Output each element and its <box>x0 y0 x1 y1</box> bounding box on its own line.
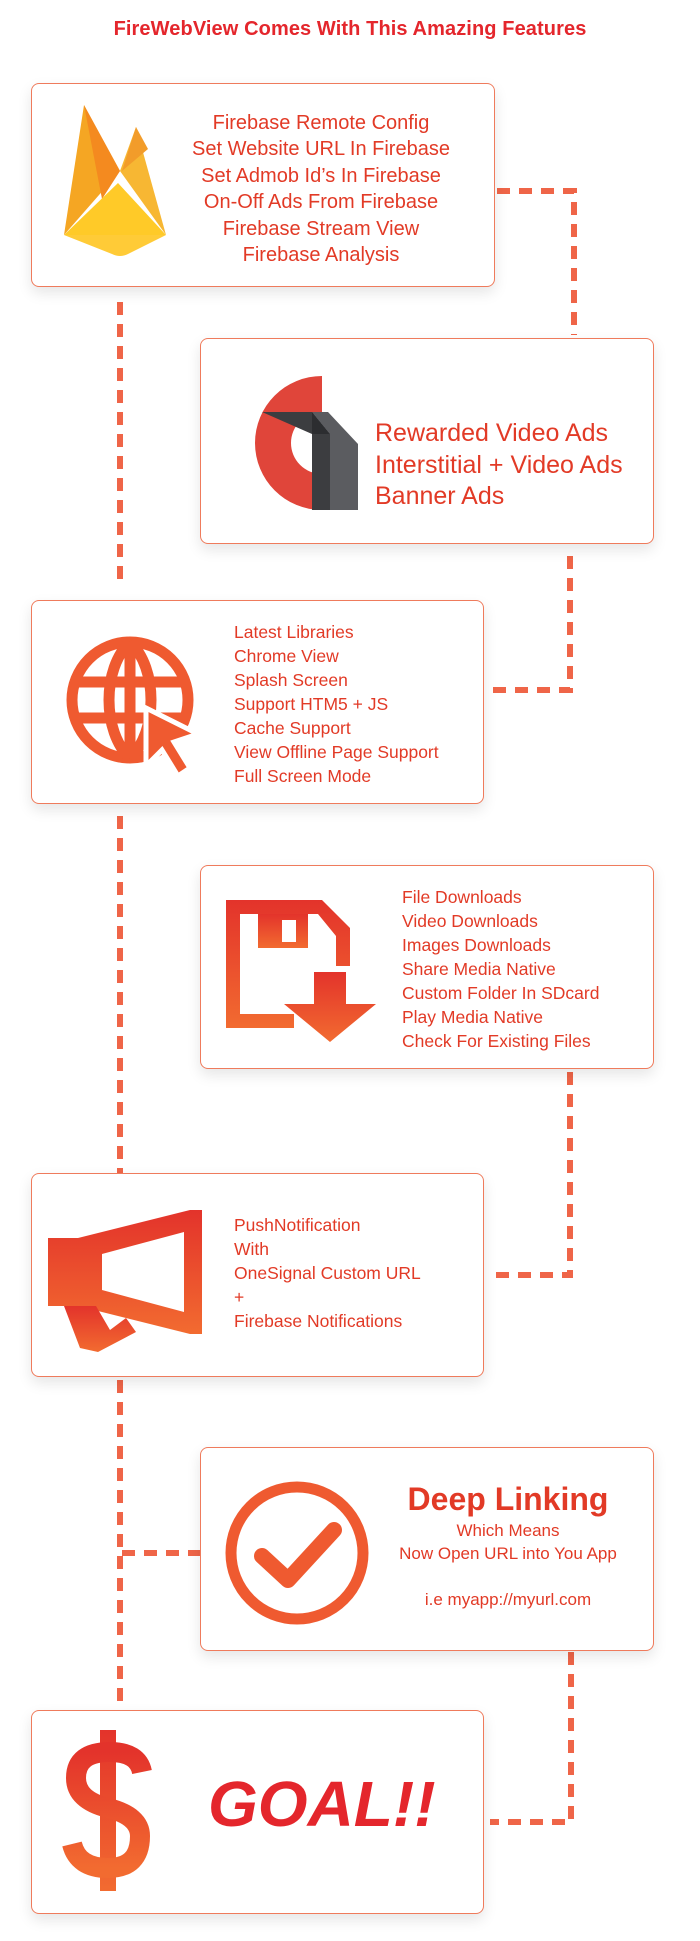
save-download-icon <box>226 900 376 1042</box>
webview-features: Latest Libraries Chrome View Splash Scre… <box>234 620 439 788</box>
feature-line: Images Downloads <box>402 935 551 955</box>
feature-line: Rewarded Video Ads <box>375 419 609 447</box>
admob-icon <box>255 376 358 510</box>
feature-line: Splash Screen <box>234 670 348 690</box>
goal-heading: GOAL!! <box>208 1768 436 1840</box>
megaphone-icon <box>48 1210 202 1352</box>
feature-line: Interstitial + Video Ads <box>375 450 623 479</box>
feature-line: OneSignal Custom URL <box>234 1263 421 1283</box>
feature-line: On-Off Ads From Firebase <box>203 191 439 214</box>
feature-line: Set Admob Id’s In Firebase <box>201 164 441 187</box>
feature-line: Cache Support <box>234 718 351 738</box>
firebase-features: Firebase Remote Config Set Website URL I… <box>181 110 461 268</box>
card-firebase <box>31 83 495 287</box>
feature-line: Play Media Native <box>402 1007 544 1027</box>
feature-line: Chrome View <box>234 646 339 666</box>
dollar-icon <box>62 1730 152 1891</box>
feature-line: Check For Existing Files <box>402 1031 591 1051</box>
firebase-icon <box>64 105 166 256</box>
connector-6-7 <box>490 1652 574 1825</box>
page-title: FireWebView Comes With This Amazing Feat… <box>113 18 587 40</box>
feature-line: With <box>234 1239 269 1259</box>
connector-1-2 <box>497 188 577 335</box>
card-downloads <box>200 865 654 1069</box>
feature-line: Set Website URL In Firebase <box>192 138 450 161</box>
feature-line: Custom Folder In SDcard <box>402 983 600 1003</box>
feature-line: PushNotification <box>234 1215 361 1235</box>
connector-2-3 <box>488 556 573 693</box>
check-circle-icon <box>225 1481 369 1625</box>
feature-line: View Offline Page Support <box>234 742 439 762</box>
feature-line: Banner Ads <box>375 482 505 510</box>
feature-line: Now Open URL into You App <box>399 1544 617 1563</box>
feature-line: + <box>234 1287 245 1307</box>
download-features: File Downloads Video Downloads Images Do… <box>402 885 599 1053</box>
connector-4-5 <box>488 1072 573 1278</box>
feature-line: Which Means <box>456 1521 560 1540</box>
feature-line: File Downloads <box>402 887 522 907</box>
feature-line <box>378 1565 638 1588</box>
feature-line: i.e myapp://myurl.com <box>424 1590 592 1609</box>
globe-cursor-icon <box>66 636 205 780</box>
deep-link-heading: Deep Linking <box>407 1481 609 1517</box>
feature-line: Share Media Native <box>402 959 556 979</box>
feature-line: Video Downloads <box>402 911 538 931</box>
ads-features: Rewarded Video Ads Interstitial + Video … <box>375 418 623 513</box>
feature-line: Firebase Remote Config <box>212 112 430 134</box>
feature-line: Support HTM5 + JS <box>234 694 389 714</box>
notification-features: PushNotification With OneSignal Custom U… <box>234 1213 421 1333</box>
deep-link-text: Deep Linking Which Means Now Open URL in… <box>378 1479 638 1611</box>
feature-line: Firebase Notifications <box>234 1311 403 1331</box>
feature-line: Firebase Stream View <box>222 217 420 240</box>
feature-line: Firebase Analysis <box>242 244 400 267</box>
feature-line: Full Screen Mode <box>234 766 372 786</box>
feature-line: Latest Libraries <box>234 622 354 642</box>
